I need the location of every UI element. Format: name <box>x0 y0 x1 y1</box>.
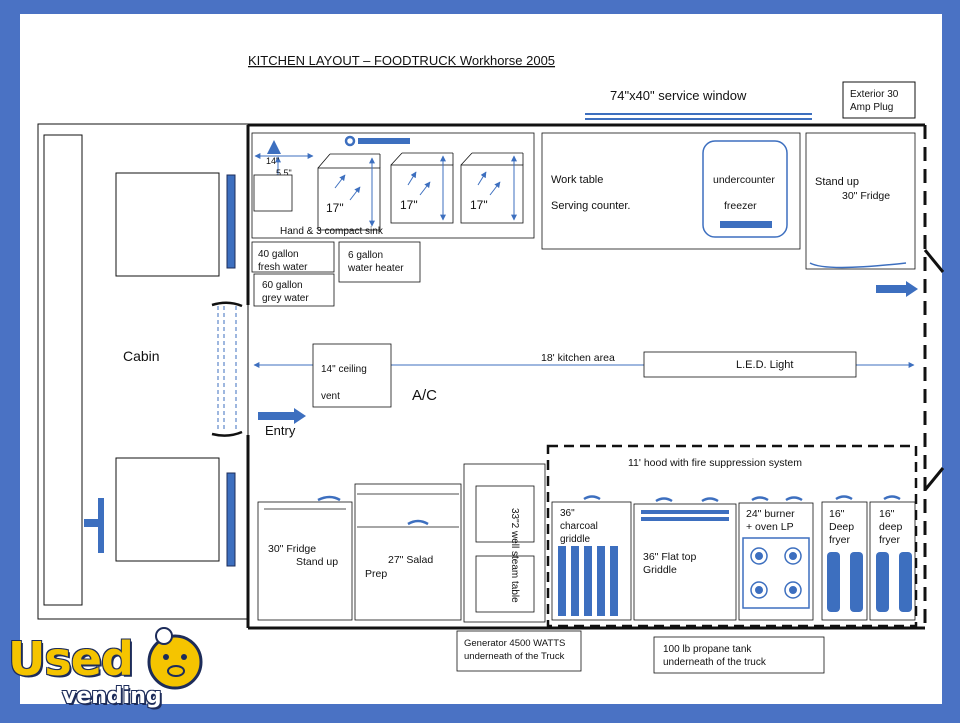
hood-fire-suppression-area: 11' hood with fire suppression system <box>546 444 918 628</box>
cabin-seat-top <box>115 172 220 277</box>
truck-body-outline <box>246 123 945 630</box>
hand-sink <box>253 174 293 212</box>
fresh-water-tank: 40 gallon fresh water <box>251 241 335 273</box>
cabin-seat-bottom <box>115 457 220 562</box>
cabin-area <box>37 123 249 620</box>
cabin-label: Cabin <box>123 348 160 364</box>
cabin-partition <box>211 301 243 437</box>
svg-text:vent: vent <box>321 391 340 402</box>
exit-arrow-icon <box>876 281 918 297</box>
ceiling-vent: 14" ceiling vent <box>312 343 392 408</box>
svg-text:30" Fridge: 30" Fridge <box>842 190 890 202</box>
svg-text:Work table: Work table <box>551 174 603 186</box>
svg-text:Amp Plug: Amp Plug <box>850 102 893 113</box>
svg-text:Stand up: Stand up <box>296 556 338 568</box>
entry-arrow-icon <box>258 408 306 424</box>
generator-note: Generator 4500 WATTS underneath of the T… <box>456 630 582 672</box>
svg-text:+ oven LP: + oven LP <box>746 521 794 533</box>
logo-subtext: vending <box>62 684 162 709</box>
sink-area: 14" 5.5" 17" 17" <box>251 132 535 239</box>
charcoal-griddle: 36" charcoal griddle <box>551 495 632 621</box>
svg-text:100 lb propane tank: 100 lb propane tank <box>663 644 752 655</box>
svg-text:Generator 4500 WATTS: Generator 4500 WATTS <box>464 638 565 649</box>
burner-oven: 24" burner + oven LP <box>738 496 814 621</box>
logo-wordmark: Used <box>8 632 134 686</box>
exterior-plug-box: Exterior 30 Amp Plug <box>842 81 916 119</box>
svg-text:water heater: water heater <box>347 263 404 274</box>
svg-text:6 gallon: 6 gallon <box>348 250 383 261</box>
svg-text:underneath of the truck: underneath of the truck <box>663 657 767 668</box>
svg-text:18' kitchen area: 18' kitchen area <box>541 352 615 364</box>
flat-top-griddle: 36" Flat top Griddle <box>633 497 737 621</box>
svg-text:14" ceiling: 14" ceiling <box>321 364 367 375</box>
led-light: L.E.D. Light <box>643 351 857 378</box>
water-heater: 6 gallon water heater <box>338 241 421 283</box>
svg-text:undercounter: undercounter <box>713 174 775 186</box>
svg-text:40 gallon: 40 gallon <box>258 249 299 260</box>
service-window-label: 74"x40" service window <box>610 88 747 103</box>
svg-text:33"2 well steam table: 33"2 well steam table <box>509 508 520 603</box>
svg-text:freezer: freezer <box>724 200 757 212</box>
propane-tank-note: 100 lb propane tank underneath of the tr… <box>653 636 825 674</box>
svg-text:17": 17" <box>470 198 488 212</box>
deep-fryer-1: 16" Deep fryer <box>821 495 868 621</box>
burner-icon <box>750 547 802 599</box>
svg-text:Serving counter.: Serving counter. <box>551 200 631 212</box>
entry-label: Entry <box>265 423 296 438</box>
compact-sink-basin-3: 17" <box>460 152 524 224</box>
svg-text:16": 16" <box>829 508 845 520</box>
svg-text:24" burner: 24" burner <box>746 508 795 520</box>
service-window <box>585 113 812 120</box>
svg-text:charcoal: charcoal <box>560 521 598 532</box>
undercounter-freezer: undercounter freezer <box>702 140 788 238</box>
svg-text:griddle: griddle <box>560 534 590 545</box>
compact-sink-basin-2: 17" <box>390 152 454 224</box>
pig-mascot-icon <box>147 627 203 690</box>
svg-text:Griddle: Griddle <box>643 564 677 576</box>
svg-text:36": 36" <box>560 508 575 519</box>
svg-text:Exterior 30: Exterior 30 <box>850 89 899 100</box>
stand-up-fridge-top: Stand up 30" Fridge <box>805 132 916 270</box>
svg-text:fryer: fryer <box>879 534 901 546</box>
svg-text:16": 16" <box>879 508 895 520</box>
svg-text:14": 14" <box>266 156 279 166</box>
steam-table: 33"2 well steam table <box>463 463 546 623</box>
svg-text:Prep: Prep <box>365 568 387 580</box>
stand-up-fridge-bottom: 30" Fridge Stand up <box>257 495 353 621</box>
svg-text:Deep: Deep <box>829 521 854 533</box>
svg-text:27" Salad: 27" Salad <box>388 554 433 566</box>
svg-text:L.E.D. Light: L.E.D. Light <box>736 359 793 371</box>
svg-text:11' hood with fire suppression: 11' hood with fire suppression system <box>628 457 802 469</box>
svg-text:fryer: fryer <box>829 534 851 546</box>
svg-text:underneath of the Truck: underneath of the Truck <box>464 651 565 662</box>
ac-label: A/C <box>412 387 437 404</box>
deep-fryer-2: 16" deep fryer <box>869 495 916 621</box>
svg-text:5.5": 5.5" <box>276 168 292 178</box>
svg-text:fresh water: fresh water <box>258 262 308 273</box>
svg-text:17": 17" <box>400 198 418 212</box>
grey-water-tank: 60 gallon grey water <box>253 273 335 307</box>
compact-sink-basin-1: 17" <box>317 153 381 231</box>
svg-text:60 gallon: 60 gallon <box>262 280 303 291</box>
svg-text:17": 17" <box>326 201 344 215</box>
svg-text:36" Flat top: 36" Flat top <box>643 551 697 563</box>
svg-text:grey water: grey water <box>262 293 309 304</box>
svg-text:deep: deep <box>879 521 903 533</box>
salad-prep-table: 27" Salad Prep <box>354 483 462 621</box>
svg-text:Stand up: Stand up <box>815 176 859 188</box>
page-title: KITCHEN LAYOUT – FOODTRUCK Workhorse 200… <box>248 53 555 68</box>
svg-text:30" Fridge: 30" Fridge <box>268 543 316 555</box>
svg-text:Hand & 3 compact sink: Hand & 3 compact sink <box>280 226 384 237</box>
faucet-icon <box>344 135 356 147</box>
